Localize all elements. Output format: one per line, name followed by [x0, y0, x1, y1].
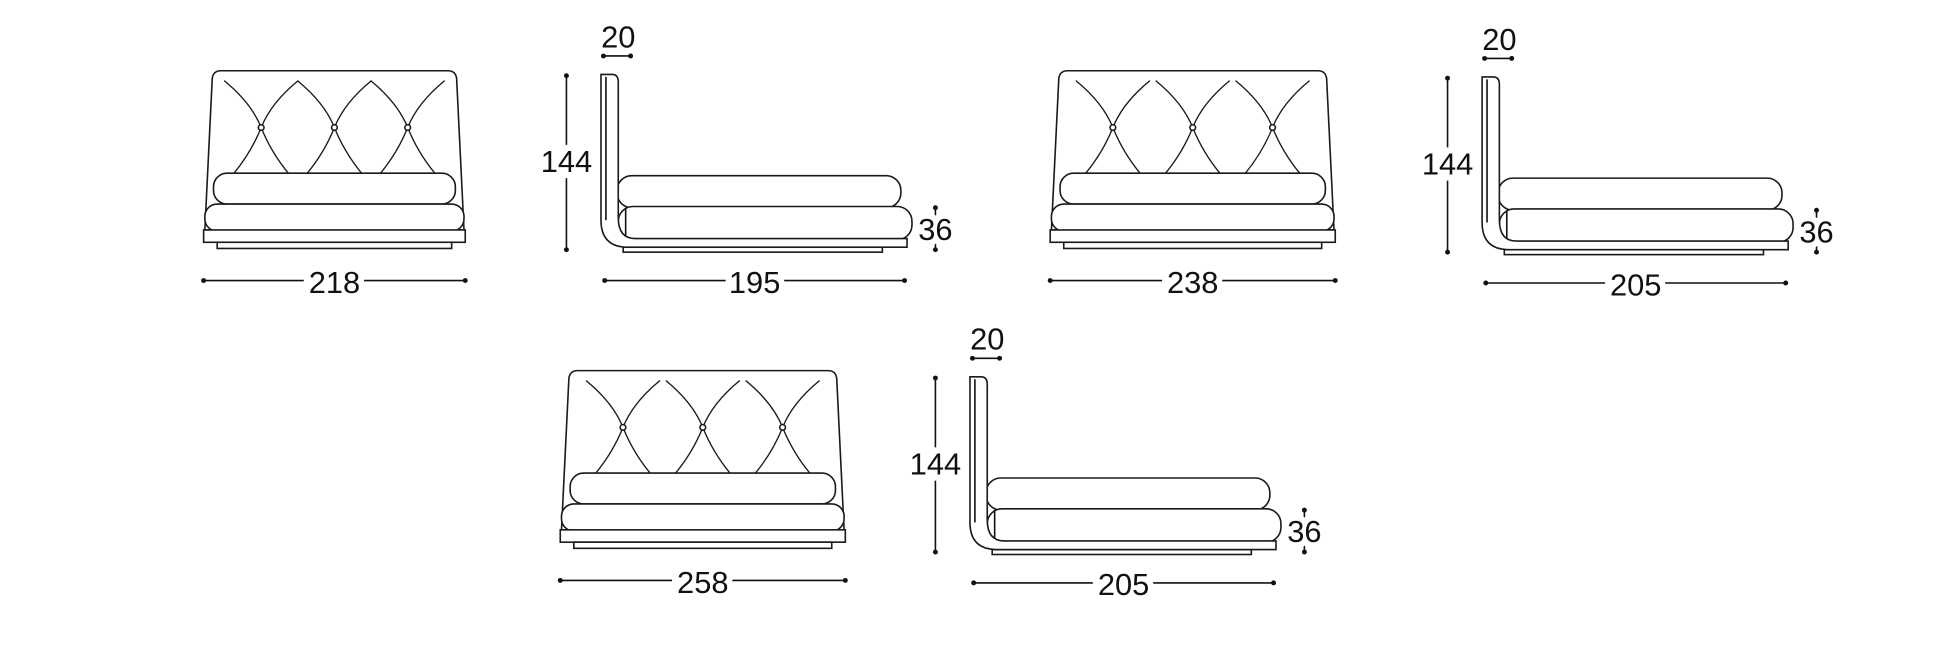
dimension-end	[932, 549, 938, 555]
plinth	[216, 241, 453, 250]
dimension-end	[563, 73, 569, 79]
dimension-end	[1509, 55, 1515, 61]
side-view-1: 144 20 36 195	[535, 13, 959, 306]
dimension-end	[1301, 507, 1307, 513]
dimension-label: 238	[1167, 265, 1218, 300]
mattress-top	[1059, 172, 1327, 205]
dimension-label: 36	[1287, 514, 1321, 549]
bed-frame	[1049, 229, 1337, 244]
mattress-top	[212, 172, 457, 205]
tufting-button	[257, 123, 265, 132]
dimension-end	[902, 278, 908, 284]
tufting-button	[1189, 123, 1197, 132]
dimension-end	[1271, 580, 1277, 586]
dimension-end	[557, 577, 563, 583]
dimension-label: 144	[541, 144, 592, 179]
dimension-end	[600, 53, 606, 59]
mattress-base	[1050, 203, 1335, 232]
plinth	[573, 541, 833, 550]
dimension-label: 36	[918, 212, 952, 247]
dimension-label: 144	[910, 446, 961, 481]
dimension-end	[971, 580, 977, 586]
dimension-end	[1482, 55, 1488, 61]
front-view-3: 258	[557, 369, 848, 606]
dimension-end	[932, 247, 938, 253]
dimension-end	[1301, 549, 1307, 555]
mattress-base	[560, 503, 845, 532]
mattress-top	[616, 174, 902, 209]
bed-frame	[559, 529, 847, 543]
dimension-end	[1483, 280, 1489, 286]
dimension-end	[201, 278, 207, 284]
dimension-label: 258	[677, 565, 728, 600]
mattress-base	[204, 203, 465, 232]
dimension-end	[628, 53, 634, 59]
tufting-button	[699, 423, 707, 432]
dimension-end	[602, 278, 608, 284]
dimension-label: 144	[1422, 146, 1473, 181]
dimension-end	[1047, 278, 1053, 284]
side-view-2: 144 20 36 205	[1416, 16, 1840, 309]
mattress-top	[1497, 177, 1783, 212]
bed-frame	[202, 229, 467, 244]
dimension-end	[563, 247, 569, 253]
dimension-label: 205	[1610, 267, 1661, 302]
front-view-1: 218	[201, 69, 468, 306]
dimension-end	[1783, 280, 1789, 286]
side-view-3: 144 20 36 205	[904, 315, 1328, 608]
tufting-button	[619, 423, 627, 432]
mattress-base	[986, 508, 1282, 543]
headboard-frame	[969, 375, 1277, 551]
dimension-label: 36	[1799, 214, 1833, 249]
dimension-end	[1814, 249, 1819, 255]
dimension-label: 20	[601, 19, 635, 54]
dimension-label: 205	[1098, 567, 1149, 602]
dimension-end	[932, 375, 938, 381]
dimension-label: 20	[1482, 22, 1516, 57]
mattress-base	[617, 205, 913, 241]
mattress-top	[569, 472, 837, 505]
headboard-frame	[1481, 76, 1789, 251]
dimension-end	[997, 355, 1003, 361]
dimension-end	[842, 577, 848, 583]
dimension-end	[462, 278, 468, 284]
dimension-end	[1814, 207, 1819, 213]
dimension-end	[1445, 249, 1451, 255]
dimension-end	[932, 205, 938, 211]
plinth	[1062, 241, 1323, 250]
dimension-end	[1332, 278, 1338, 284]
tufting-button	[1109, 123, 1117, 132]
dimension-end	[1445, 75, 1451, 81]
tufting-button	[778, 423, 787, 432]
front-view-2: 238	[1047, 69, 1338, 306]
mattress-base	[1498, 208, 1794, 244]
tufting-button	[330, 123, 339, 132]
dimension-label: 20	[970, 322, 1004, 357]
dimension-label: 195	[729, 265, 780, 300]
headboard-frame	[600, 73, 908, 249]
tufting-button	[404, 123, 412, 132]
dimension-label: 218	[309, 265, 360, 300]
tufting-button	[1268, 123, 1277, 132]
mattress-top	[985, 477, 1271, 511]
dimension-end	[969, 355, 975, 361]
